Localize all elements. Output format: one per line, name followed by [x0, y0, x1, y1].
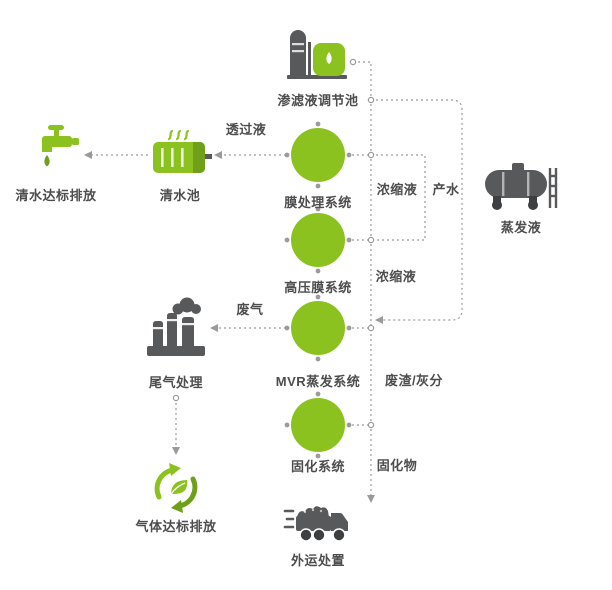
arrow-left-to-tail-gas — [210, 324, 218, 332]
high-pressure-membrane-node process-circle-icon — [283, 205, 353, 275]
stream-label-concentrate-1: 浓缩液 — [376, 182, 418, 197]
stream-label-product-water: 产水 — [432, 182, 460, 197]
stream-label-solidified: 固化物 — [376, 458, 418, 473]
label-clean-water-pool: 清水池 — [159, 188, 201, 203]
arrow-down-to-truck — [367, 495, 375, 503]
label-adjust-pool: 渗滤液调节池 — [277, 93, 359, 108]
tanker-icon — [483, 158, 559, 214]
mvr-evaporation-node process-circle-icon — [283, 293, 353, 363]
stream-label-waste-gas: 废气 — [236, 302, 264, 317]
label-high-pressure: 高压膜系统 — [284, 280, 352, 295]
label-clean-discharge: 清水达标排放 — [15, 188, 97, 203]
faucet-icon — [31, 123, 81, 173]
water-tank-icon — [148, 127, 212, 177]
label-membrane-system: 膜处理系统 — [284, 195, 352, 210]
label-evaporate-liquid: 蒸发液 — [500, 220, 542, 235]
label-solidification: 固化系统 — [290, 459, 346, 474]
factory-smoke-icon — [144, 294, 208, 362]
stream-label-residue-ash: 废渣/灰分 — [384, 373, 444, 388]
arrow-left-to-clean-pool — [214, 151, 222, 159]
membrane-system-node process-circle-icon — [283, 120, 353, 190]
stream-label-concentrate-2: 浓缩液 — [375, 269, 417, 284]
stream-label-permeate: 透过液 — [225, 122, 267, 137]
dump-truck-icon — [283, 496, 353, 546]
solidification-node process-circle-icon — [283, 390, 353, 460]
label-gas-discharge: 气体达标排放 — [135, 519, 217, 534]
arrow-left-return — [375, 316, 383, 324]
recycle-leaf-icon — [147, 459, 205, 517]
label-mvr-evaporation: MVR蒸发系统 — [275, 374, 361, 389]
arrow-down-to-recycle — [172, 447, 180, 455]
arrow-left-to-faucet — [84, 151, 92, 159]
label-outbound-disposal: 外运处置 — [290, 553, 346, 568]
label-tail-gas-treatment: 尾气处理 — [148, 375, 204, 390]
storage-tank-icon — [287, 26, 349, 80]
